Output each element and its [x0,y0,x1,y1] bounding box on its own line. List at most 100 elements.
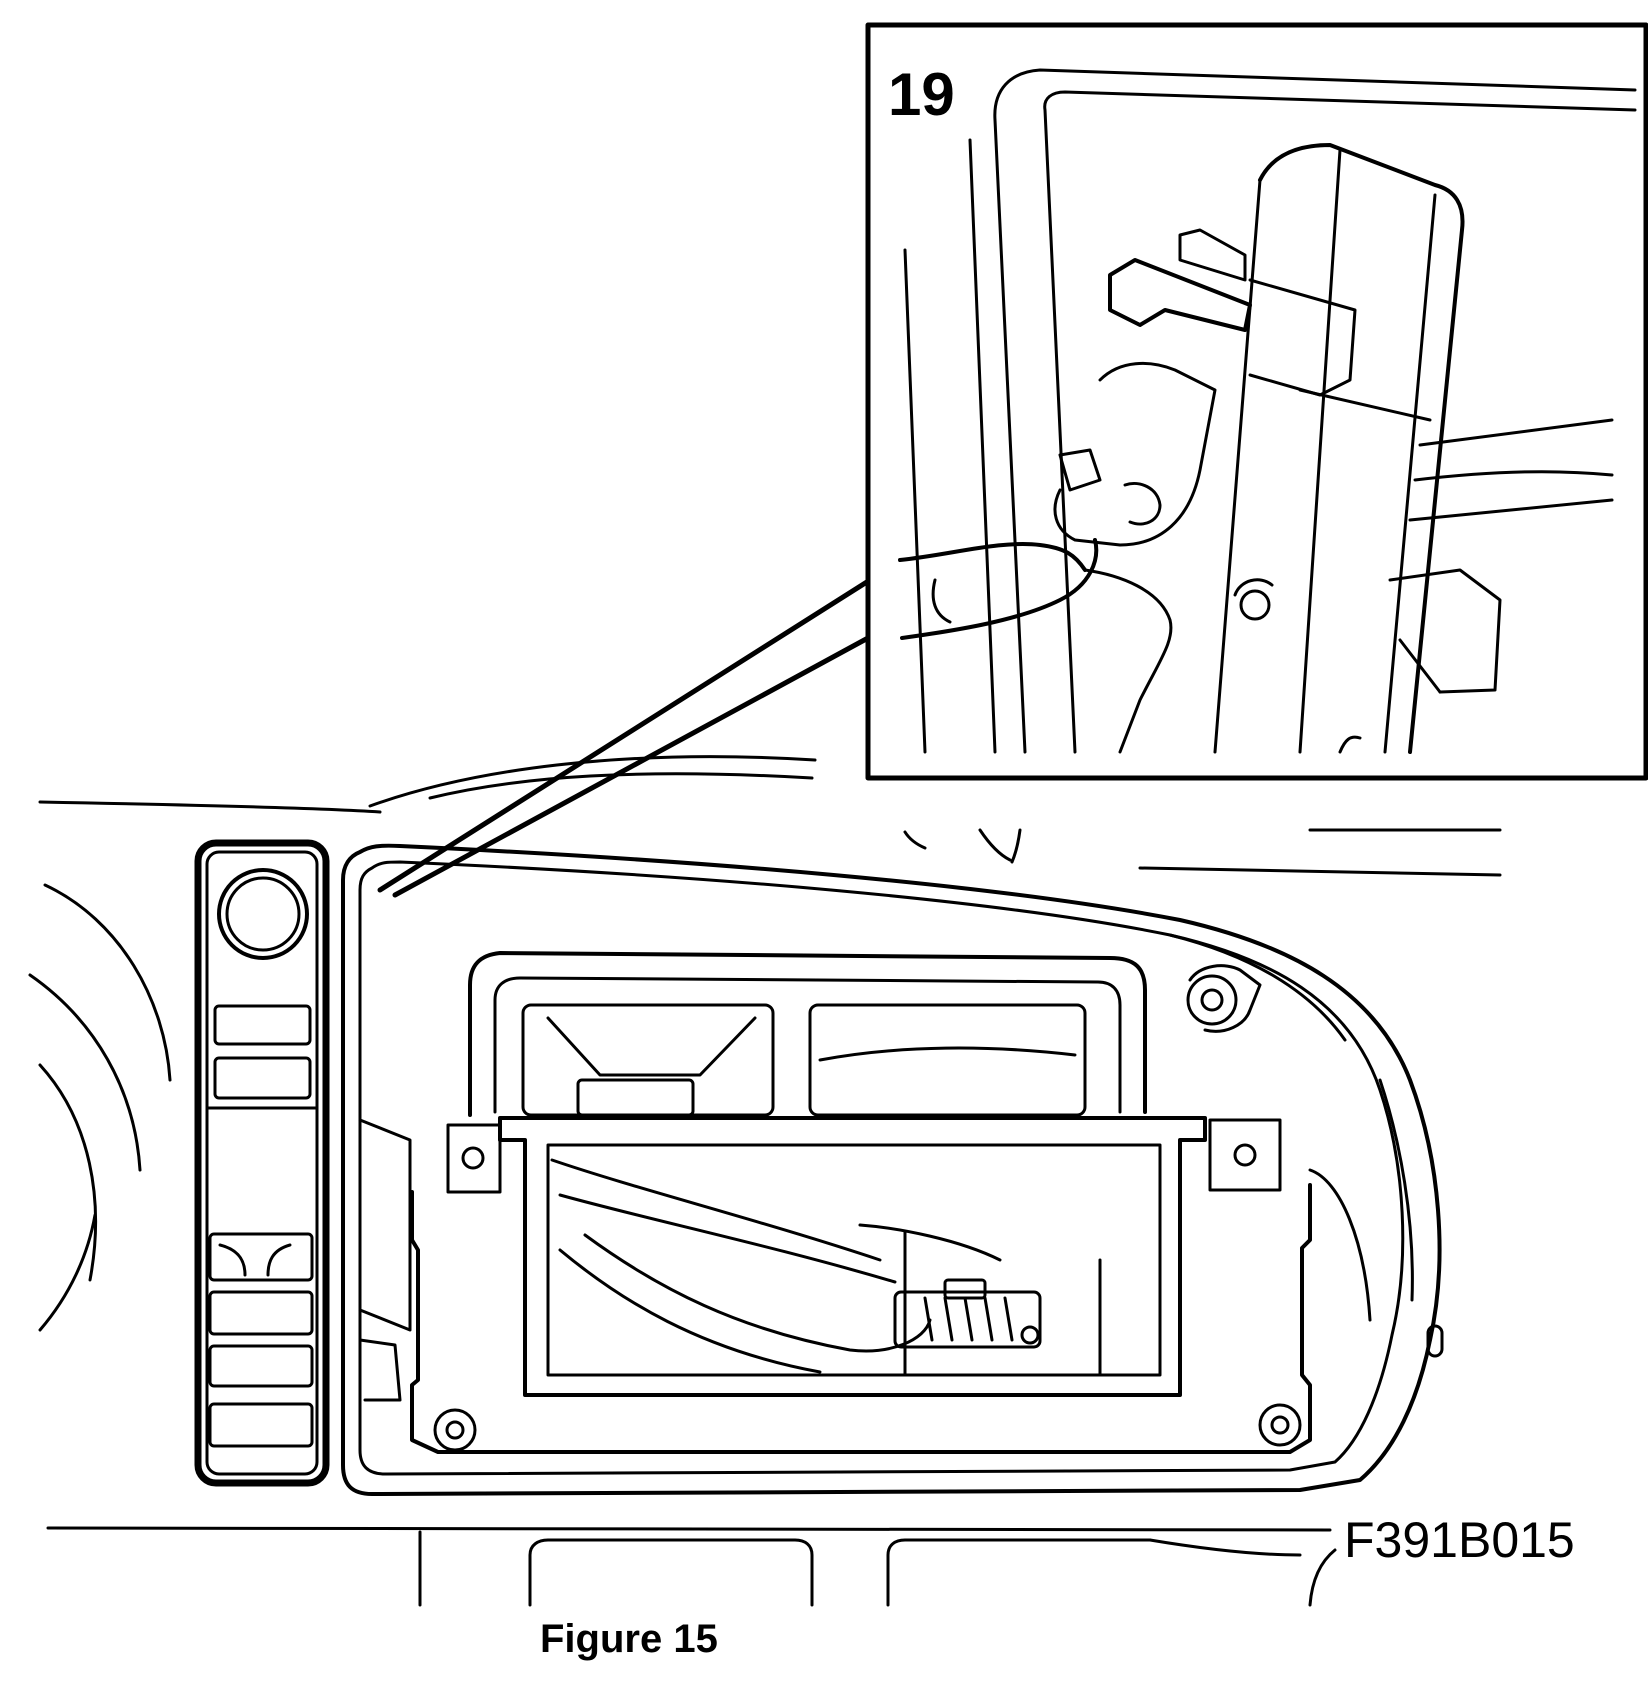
connector-latch [943,1278,987,1300]
detail-inset: 19 [865,22,1648,781]
connector-pins [923,1296,1014,1342]
inset-background [868,25,1646,778]
inset-bg-line-6 [1338,735,1362,754]
inset-hand-edge [931,578,952,624]
inset-wire-3 [1083,568,1173,754]
left-arc-4 [38,1213,97,1332]
switch-2 [213,1056,312,1100]
inset-bg-line-5 [1398,638,1442,694]
bracket-left-screw [461,1146,485,1170]
pointer-line-upper [377,577,873,893]
inset-frame [865,22,1648,781]
lower-panel-left [528,1538,814,1607]
dash-top-right-2 [1138,866,1502,877]
dash-bottom-edge [46,1526,1332,1532]
inset-bolt [1239,589,1271,621]
right-side-rail [1378,1078,1414,1302]
glovebox-inner [358,860,1405,1476]
vent-box-left [521,1003,775,1117]
lower-panel-right [886,1538,1152,1607]
left-arc-2 [28,973,142,1172]
dash-mid-line [903,830,927,850]
knob-outer [217,868,309,960]
left-arc-1 [43,883,172,1082]
inset-module-face [1298,148,1342,754]
dash-mid-line-2 [978,828,1012,862]
inset-module-body [1258,143,1465,754]
inset-pillar-outer [993,68,1637,754]
inset-bg-line-1 [1418,418,1614,447]
left-arc-3 [38,1063,98,1282]
callout-number: 19 [888,61,955,128]
bracket-right-screw [1233,1143,1257,1167]
inset-bg-line-3 [1408,498,1614,522]
dash-top-edge [38,800,382,814]
switch-4 [208,1290,314,1336]
dash-top-curve [368,755,817,808]
right-slot [1426,1324,1444,1358]
glovebox-lip [1168,933,1347,1042]
switch-6 [208,1402,314,1448]
switch-panel-inner [205,850,319,1476]
dash-top-curve-2 [428,772,814,800]
inset-bg-line-2 [1413,470,1614,482]
top-screw-inner [1200,988,1224,1012]
inner-block [903,1230,1102,1377]
inset-bolt-boss [1233,578,1274,597]
dash-mid-line-3 [1010,828,1022,864]
harness-lower [558,1248,822,1374]
figure-caption: Figure 15 [540,1617,718,1661]
left-side-panel [358,1118,412,1332]
connector-bolt [1020,1325,1040,1345]
inset-connector-lock [1123,482,1162,526]
glovebox-housing [410,1183,1312,1454]
vent-box-left-detail [546,1016,757,1077]
left-side-rail [358,1338,402,1402]
inset-connector-body [1053,361,1217,547]
harness-lower-2 [583,1233,932,1353]
bracket-right [1208,1118,1282,1192]
upper-bracket-inner [493,976,1122,1114]
inset-wire-2 [900,538,1099,640]
vent-box-tab [576,1078,695,1117]
switch-3-detail [218,1243,292,1277]
inset-pillar-inner [1043,90,1637,754]
inset-wire-1 [898,542,1087,572]
vent-box-right [808,1003,1087,1117]
inset-bg-line-4 [1388,568,1502,694]
bottom-right-screw-outer [1258,1403,1302,1447]
pointer-line-lower [392,635,871,898]
inset-connector-plug [1108,258,1252,332]
bottom-left-screw-inner [445,1420,465,1440]
bottom-left-screw-outer [433,1408,477,1452]
switch-5 [208,1344,314,1388]
bottom-right-screw-inner [1270,1415,1290,1435]
switch-3 [208,1232,314,1282]
inset-connector-clip [1178,228,1247,282]
top-screw-boss [1188,964,1262,1033]
switch-1 [213,1004,312,1046]
inset-pillar-edge [968,138,997,754]
inset-connector-housing [1248,278,1357,397]
top-screw-outer [1186,974,1238,1026]
glovebox-frame-inner [546,1143,1162,1377]
dash-bottom-curve [1148,1538,1302,1557]
inset-module-front [1213,178,1262,754]
switch-panel-frame [194,839,330,1487]
vent-box-right-detail [818,1046,1077,1062]
dashboard-view [28,755,1502,1607]
callout-pointer [377,577,873,898]
lower-corner-detail [1308,1548,1337,1607]
knob-inner [225,876,301,952]
harness-upper [550,1158,882,1262]
right-side-panel [1308,1168,1372,1322]
harness-upper-2 [558,1193,897,1284]
bracket-left [446,1123,502,1194]
inset-module-side [1383,193,1437,754]
inset-connector-latch [1058,448,1102,492]
inset-left-edge [903,248,927,754]
upper-bracket [468,951,1147,1117]
glovebox-outer [341,843,1442,1496]
